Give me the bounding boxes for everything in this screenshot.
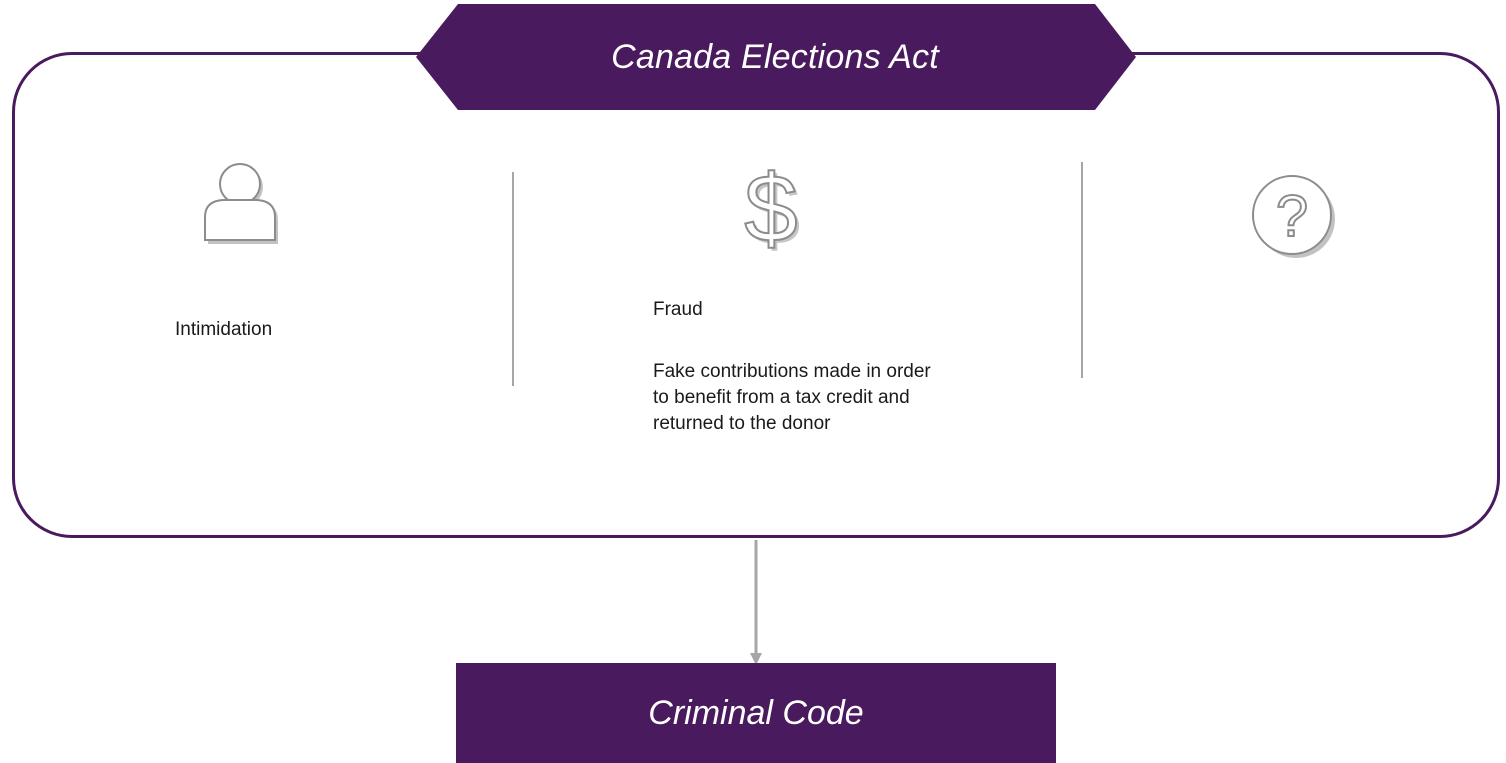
svg-text:$: $ [747, 158, 800, 258]
column-divider-left [512, 172, 514, 386]
header-banner [416, 4, 1136, 110]
column-divider-right [1081, 162, 1083, 378]
person-icon [204, 163, 278, 244]
elections-act-frame [12, 52, 1500, 538]
footer-title: Criminal Code [648, 693, 864, 732]
criminal-code-box: Criminal Code [456, 663, 1056, 763]
svg-text:$: $ [744, 158, 797, 258]
header-title: Canada Elections Act [611, 37, 939, 76]
column-2-description: Fake contributions made in order to bene… [653, 361, 931, 434]
svg-text:?: ? [1276, 184, 1308, 249]
question-mark-icon: ? [1252, 175, 1335, 258]
header-banner-shape [416, 4, 1136, 110]
column-1-title: Intimidation [175, 319, 273, 340]
column-2-title: Fraud [653, 299, 703, 320]
dollar-sign-icon: $ $ [743, 158, 800, 258]
